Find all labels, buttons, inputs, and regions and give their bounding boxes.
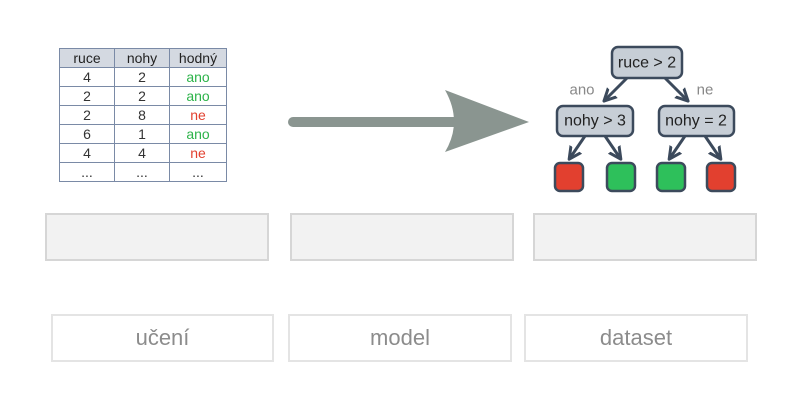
table-cell: ...	[169, 162, 227, 182]
table-cell: 2	[114, 86, 170, 106]
tree-edge	[570, 135, 587, 158]
table-row: 4 2 ano	[59, 67, 227, 87]
tree-root-node	[610, 45, 684, 80]
table-cell: 6	[59, 124, 115, 144]
table-row: 2 2 ano	[59, 86, 227, 106]
tree-left-label: nohy > 3	[564, 113, 626, 130]
table-row: 6 1 ano	[59, 124, 227, 144]
header-nohy: nohy	[114, 48, 170, 68]
table-cell: 2	[59, 86, 115, 106]
header-ruce: ruce	[59, 48, 115, 68]
tree-leaf-yes	[655, 161, 687, 193]
table-cell: ...	[114, 162, 170, 182]
table-cell: 4	[59, 143, 115, 163]
table-header-row: ruce nohy hodný	[59, 48, 227, 68]
tree-leaf-yes	[605, 161, 637, 193]
tree-root-label: ruce > 2	[618, 55, 676, 72]
tree-right-label: nohy = 2	[665, 113, 727, 130]
table-cell: ano	[169, 86, 227, 106]
table-cell: 1	[114, 124, 170, 144]
table-cell: 2	[59, 105, 115, 125]
tree-edge	[663, 76, 687, 100]
header-hodny: hodný	[169, 48, 227, 68]
table-cell: 4	[59, 67, 115, 87]
table-cell: ne	[169, 105, 227, 125]
label-card-learning[interactable]: učení	[51, 314, 274, 362]
table-cell: 8	[114, 105, 170, 125]
tree-left-node	[555, 104, 635, 138]
table-cell: ne	[169, 143, 227, 163]
tree-leaf-no	[553, 161, 585, 193]
tree-right-node	[657, 104, 736, 138]
drop-slot-arrow[interactable]	[290, 213, 514, 261]
table-cell: 4	[114, 143, 170, 163]
tree-edge	[603, 135, 620, 158]
table-cell: ano	[169, 124, 227, 144]
tree-edge	[670, 135, 687, 158]
table-cell: ano	[169, 67, 227, 87]
dataset-table: ruce nohy hodný 4 2 ano 2 2 ano 2 8 ne 6…	[59, 48, 227, 182]
drop-slot-tree[interactable]	[533, 213, 757, 261]
table-cell: ...	[59, 162, 115, 182]
tree-leaf-no	[705, 161, 737, 193]
table-row: 2 8 ne	[59, 105, 227, 125]
tree-edge	[605, 76, 629, 100]
decision-tree: ano ne ruce > 2 nohy > 3 nohy = 2	[553, 45, 737, 193]
table-row: 4 4 ne	[59, 143, 227, 163]
label-card-model[interactable]: model	[288, 314, 512, 362]
label-card-dataset[interactable]: dataset	[524, 314, 748, 362]
edge-label-yes: ano	[569, 82, 594, 99]
edge-label-no: ne	[697, 82, 714, 99]
table-cell: 2	[114, 67, 170, 87]
tree-edge	[703, 135, 720, 158]
drop-slot-table[interactable]	[45, 213, 269, 261]
right-arrow-icon	[288, 90, 529, 152]
table-row: ... ... ...	[59, 162, 227, 182]
